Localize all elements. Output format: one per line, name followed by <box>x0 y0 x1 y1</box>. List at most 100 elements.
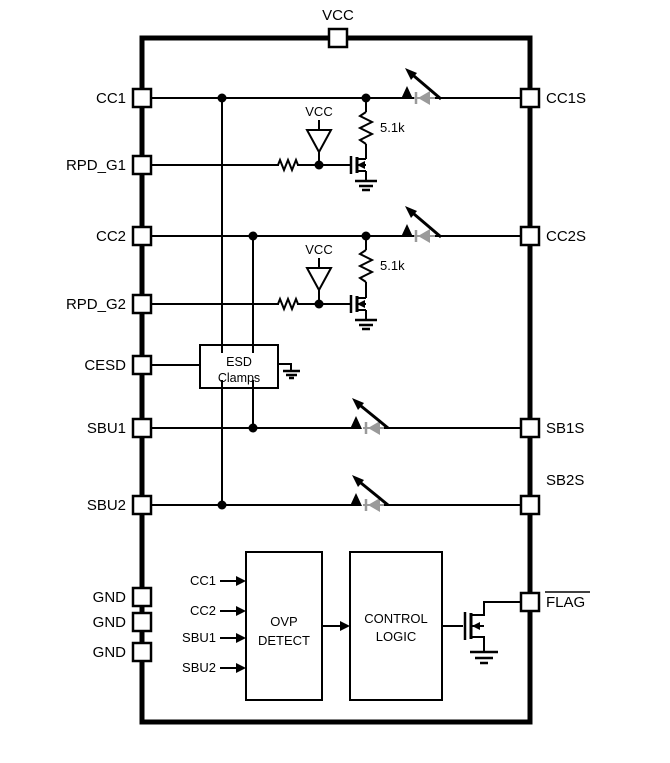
pulldown-mosfet-1 <box>349 156 367 180</box>
clamp-circuit-1: VCC 5.1k <box>277 98 405 192</box>
control-logic-box <box>349 551 443 701</box>
ovp-input-label-sbu2: SBU2 <box>182 660 216 675</box>
gnd-label-1: GND <box>93 589 127 606</box>
switch-lever <box>360 481 389 507</box>
vcc-internal-label-1: VCC <box>305 104 332 119</box>
input-arrow <box>236 606 246 616</box>
cesd-label: CESD <box>84 357 126 374</box>
resistor-value-1: 5.1k <box>380 120 405 135</box>
switch-body-diode <box>414 91 435 105</box>
sb1s-pin <box>519 417 541 439</box>
switch-contact <box>401 86 413 99</box>
ovp-detect-block: OVP DETECT <box>245 551 323 701</box>
sb2s-label: SB2S <box>546 472 584 489</box>
ovp-inputs: CC1 CC2 SBU1 SBU2 <box>182 573 246 675</box>
flag-pin <box>519 591 541 613</box>
ovp-box-label-2: DETECT <box>258 633 310 648</box>
switch-contact <box>350 416 362 429</box>
esd-box-label-2: Clamps <box>218 371 260 385</box>
vcc-internal-label-2: VCC <box>305 242 332 257</box>
ovp-to-control-arrow <box>322 621 350 631</box>
sb1s-label: SB1S <box>546 420 584 437</box>
vcc-pin <box>327 27 349 49</box>
cc1s-label: CC1S <box>546 90 586 107</box>
clamp-circuit-2: VCC 5.1k <box>277 236 405 331</box>
switch-lever-arrow <box>405 206 417 218</box>
rpd-g1-pin <box>131 154 153 176</box>
flag-label: FLAG <box>546 594 585 611</box>
cc1-switch <box>401 68 442 105</box>
mosfet-arrow-1 <box>357 161 365 169</box>
switch-contact <box>350 493 362 506</box>
sbu2-pin <box>131 494 153 516</box>
left-pin-labels: CC1 RPD_G1 CC2 RPD_G2 CESD SBU1 SBU2 GND… <box>66 90 126 661</box>
cc1-pin <box>131 87 153 109</box>
rpd-g2-pin <box>131 293 153 315</box>
pullup-resistor-2 <box>357 236 375 298</box>
gnd-pin-1 <box>131 586 153 608</box>
sbu2-switch <box>350 475 389 512</box>
mosfet-arrow <box>472 622 480 630</box>
cc2s-label: CC2S <box>546 228 586 245</box>
control-logic-block: CONTROL LOGIC <box>349 551 443 701</box>
junction-dots <box>217 93 371 510</box>
cc2s-pin <box>519 225 541 247</box>
vcc-clamp-diode-1 <box>305 129 333 155</box>
signal-wires <box>150 97 522 506</box>
cc2-switch <box>401 206 442 243</box>
pullup-resistor-1 <box>357 98 375 159</box>
switch-lever <box>413 212 442 239</box>
gate-resistor-1 <box>277 157 299 173</box>
gnd-label-2: GND <box>93 614 127 631</box>
switch-body-diode <box>414 229 435 243</box>
ovp-input-label-sbu1: SBU1 <box>182 630 216 645</box>
cesd-pin <box>131 354 153 376</box>
sbu1-pin <box>131 417 153 439</box>
input-arrow <box>236 663 246 673</box>
ovp-box-label-1: OVP <box>270 614 297 629</box>
sbu1-label: SBU1 <box>87 420 126 437</box>
control-box-label-2: LOGIC <box>376 629 416 644</box>
gnd-label-3: GND <box>93 644 127 661</box>
cc2-pin <box>131 225 153 247</box>
resistor-value-2: 5.1k <box>380 258 405 273</box>
pulldown-mosfet-2 <box>349 295 367 319</box>
control-box-label-1: CONTROL <box>364 611 428 626</box>
switch-lever-arrow <box>352 475 364 487</box>
sbu2-label: SBU2 <box>87 497 126 514</box>
ovp-detect-box <box>245 551 323 701</box>
esd-box-label-1: ESD <box>226 355 252 369</box>
esd-bus-lines <box>221 98 254 505</box>
switch-lever <box>413 74 442 101</box>
input-arrow <box>236 576 246 586</box>
mosfet-arrow-2 <box>357 300 365 308</box>
vcc-pin-label: VCC <box>322 7 354 24</box>
ground-symbol-1 <box>355 179 377 192</box>
pin-squares <box>131 27 541 663</box>
vcc-clamp-diode-2 <box>305 267 333 293</box>
esd-clamps-block: ESD Clamps <box>199 344 300 389</box>
ground-symbol-2 <box>355 318 377 331</box>
rpd-g1-label: RPD_G1 <box>66 157 126 174</box>
sbu1-switch <box>350 398 389 435</box>
gnd-pin-3 <box>131 641 153 663</box>
switch-body-diode <box>363 421 384 435</box>
switch-lever-arrow <box>405 68 417 80</box>
ovp-input-label-cc2: CC2 <box>190 603 216 618</box>
cc1s-pin <box>519 87 541 109</box>
gate-resistor-2 <box>277 296 299 312</box>
input-arrow <box>236 633 246 643</box>
esd-clamps-box <box>199 344 279 389</box>
switch-body-diode <box>363 498 384 512</box>
gnd-pin-2 <box>131 611 153 633</box>
flag-mosfet <box>442 601 521 665</box>
ovp-input-label-cc1: CC1 <box>190 573 216 588</box>
cc2-label: CC2 <box>96 228 126 245</box>
cc1-label: CC1 <box>96 90 126 107</box>
switch-lever-arrow <box>352 398 364 410</box>
switch-contact <box>401 224 413 237</box>
esd-ground-symbol <box>278 363 300 380</box>
flag-ground-symbol <box>470 650 498 665</box>
rpd-g2-label: RPD_G2 <box>66 296 126 313</box>
